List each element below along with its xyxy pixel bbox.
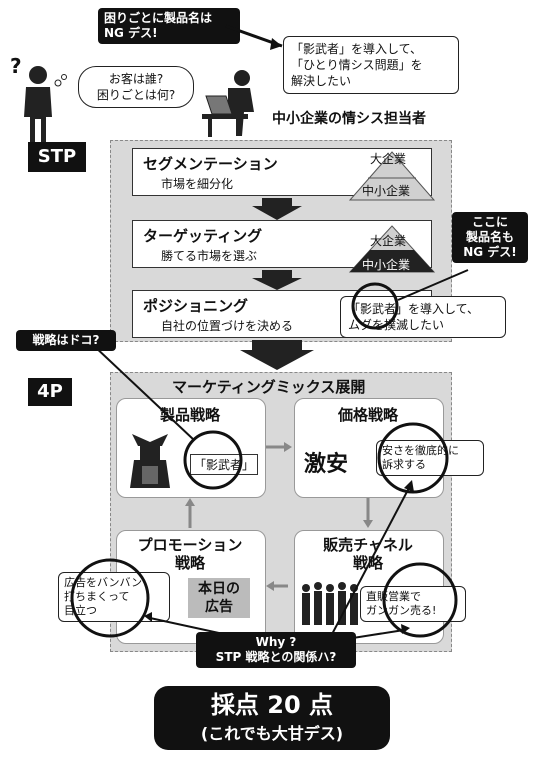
sales-team-icon (298, 578, 362, 628)
fourp-header: マーケティングミックス展開 (172, 378, 366, 396)
positioning-subtitle: 自社の位置づけを決める (161, 319, 294, 333)
promotion-sign: 本日の 広告 (188, 578, 250, 618)
note-product-name-ng-2: ここに 製品名も NG デス! (452, 212, 528, 263)
manager-at-desk-icon (198, 66, 270, 138)
price-bubble: 安さを徹底的に 訴求する (376, 440, 484, 476)
score-line-1: 採点 20 点 (210, 691, 334, 719)
price-strategy-title: 価格戦略 (337, 406, 398, 424)
why-note: Why ? STP 戦略との関係ハ? (196, 632, 356, 668)
manager-speech-bubble: 「影武者」を導入して、 「ひとり情シス問題」を 解決したい (283, 36, 459, 94)
note-where-is-strategy: 戦略はドコ? (16, 330, 116, 351)
promotion-strategy-title: プロモーション 戦略 (137, 536, 243, 572)
stp-label: STP (28, 142, 86, 172)
pyramid-bottom-label-1: 中小企業 (362, 184, 411, 198)
svg-text:?: ? (10, 55, 22, 78)
pyramid-top-label-2: 大企業 (370, 234, 407, 248)
thinking-person-icon: ? (8, 55, 68, 145)
pyramid-top-label-1: 大企業 (370, 152, 407, 166)
targeting-subtitle: 勝てる市場を選ぶ (161, 249, 258, 263)
fourp-label: 4P (28, 378, 72, 406)
price-big-label: 激安 (304, 452, 349, 477)
pyramid-bottom-label-2: 中小企業 (362, 258, 411, 272)
targeting-title: ターゲッティング (143, 227, 263, 245)
segmentation-subtitle: 市場を細分化 (161, 177, 234, 191)
score-box: 採点 20 点 (これでも大甘デス) (154, 686, 390, 750)
samurai-armor-icon (126, 428, 174, 490)
note-product-name-ng: 困りごとに製品名は NG デス! (98, 8, 240, 44)
positioning-bubble: 「影武者」を導入して、 ムダを撲滅したい (340, 296, 506, 338)
channel-strategy-title: 販売チャネル 戦略 (323, 536, 413, 572)
product-strategy-title: 製品戦略 (159, 406, 220, 424)
positioning-title: ポジショニング (143, 297, 249, 315)
score-line-2: (これでも大甘デス) (200, 724, 344, 743)
manager-label: 中小企業の情シス担当者 (272, 111, 426, 127)
customer-question-bubble: お客は誰? 困りごとは何? (78, 66, 194, 108)
segmentation-title: セグメンテーション (143, 155, 278, 173)
